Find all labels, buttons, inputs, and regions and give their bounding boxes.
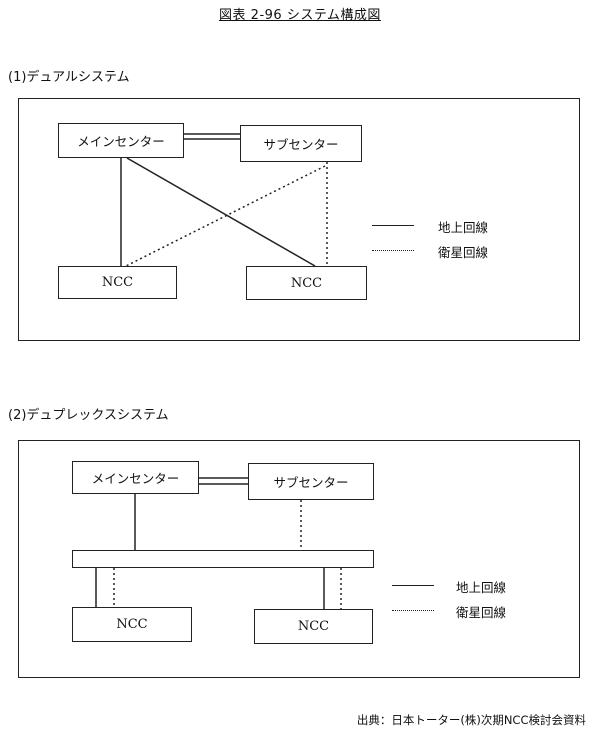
- satellite-sub-to-ncc-left: [125, 165, 326, 267]
- section-2-label: (2)デュプレックスシステム: [8, 408, 169, 423]
- duplex-ncc-right-node: NCC: [254, 609, 373, 644]
- duplex-legend-terrestrial-line: [392, 585, 434, 586]
- duplex-system-frame: [18, 440, 580, 678]
- terrestrial-main-to-ncc-right: [126, 157, 316, 267]
- duplex-ncc-left-node: NCC: [72, 607, 192, 642]
- ncc-left-label: NCC: [101, 275, 134, 290]
- duplex-ncc-left-label: NCC: [116, 617, 148, 632]
- figure-title: 図表 2-96 システム構成図: [219, 8, 381, 23]
- duplex-legend-satellite-label: 衛星回線: [456, 605, 507, 620]
- section-1-label: (1)デュアルシステム: [8, 70, 130, 85]
- duplex-ncc-right-label: NCC: [297, 619, 330, 634]
- legend-satellite-line: [372, 250, 414, 251]
- ncc-right-label: NCC: [290, 275, 323, 291]
- duplex-legend-terrestrial-label: 地上回線: [456, 580, 507, 595]
- main-center-label: メインセンター: [77, 134, 165, 149]
- sub-center-label: サブセンター: [263, 137, 339, 152]
- duplex-sub-center-label: サブセンター: [273, 475, 349, 490]
- legend-satellite-label: 衛星回線: [438, 245, 489, 260]
- shared-bus-bar: [72, 550, 374, 568]
- legend-terrestrial-label: 地上回線: [438, 220, 489, 235]
- sub-center-node: サブセンター: [240, 125, 362, 162]
- main-center-node: メインセンター: [58, 123, 184, 158]
- duplex-main-center-label: メインセンター: [91, 471, 180, 486]
- duplex-legend-satellite-line: [392, 610, 434, 611]
- duplex-main-center-node: メインセンター: [72, 461, 199, 494]
- legend-terrestrial-line: [372, 225, 414, 226]
- ncc-left-node: NCC: [58, 266, 177, 299]
- dual-system-frame: [18, 98, 580, 341]
- duplex-sub-center-node: サブセンター: [248, 463, 374, 500]
- ncc-right-node: NCC: [246, 266, 367, 300]
- source-citation: 出典：日本トーター(株)次期NCC検討会資料: [356, 713, 586, 727]
